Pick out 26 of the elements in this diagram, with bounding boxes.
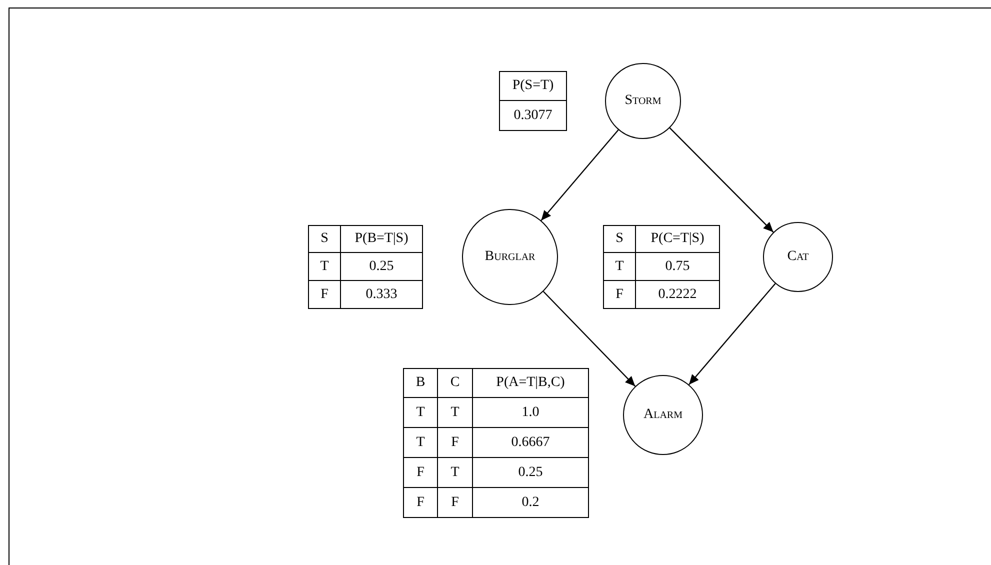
table-cell: P(C=T|S) xyxy=(635,225,720,253)
arrow xyxy=(542,291,636,387)
table-cell: S xyxy=(603,225,636,253)
table-cell: P(B=T|S) xyxy=(340,225,423,253)
arrow xyxy=(669,128,774,233)
table-cell: S xyxy=(308,225,341,253)
arrow xyxy=(540,130,619,221)
table-cell: F xyxy=(308,280,341,309)
node-label: Cat xyxy=(787,249,809,265)
table-cell: P(S=T) xyxy=(499,71,567,101)
node-label: Alarm xyxy=(643,407,682,423)
table-cell: F xyxy=(403,487,438,518)
variable-circle xyxy=(763,222,833,292)
table-cell: 0.333 xyxy=(340,280,423,309)
table-cell: P(A=T|B,C) xyxy=(472,368,589,398)
node-label: Storm xyxy=(624,93,662,109)
node-label: Burglar xyxy=(484,249,536,265)
variable-circle xyxy=(462,209,558,305)
variable-circle xyxy=(605,63,681,139)
variable-circle xyxy=(623,375,703,455)
table-cell: 0.2 xyxy=(472,487,589,518)
table-cell: B xyxy=(403,368,438,398)
table-cell: 0.2222 xyxy=(635,280,720,309)
arrow xyxy=(688,283,776,385)
table-cell: F xyxy=(603,280,636,309)
table-cell: 0.3077 xyxy=(499,100,567,131)
